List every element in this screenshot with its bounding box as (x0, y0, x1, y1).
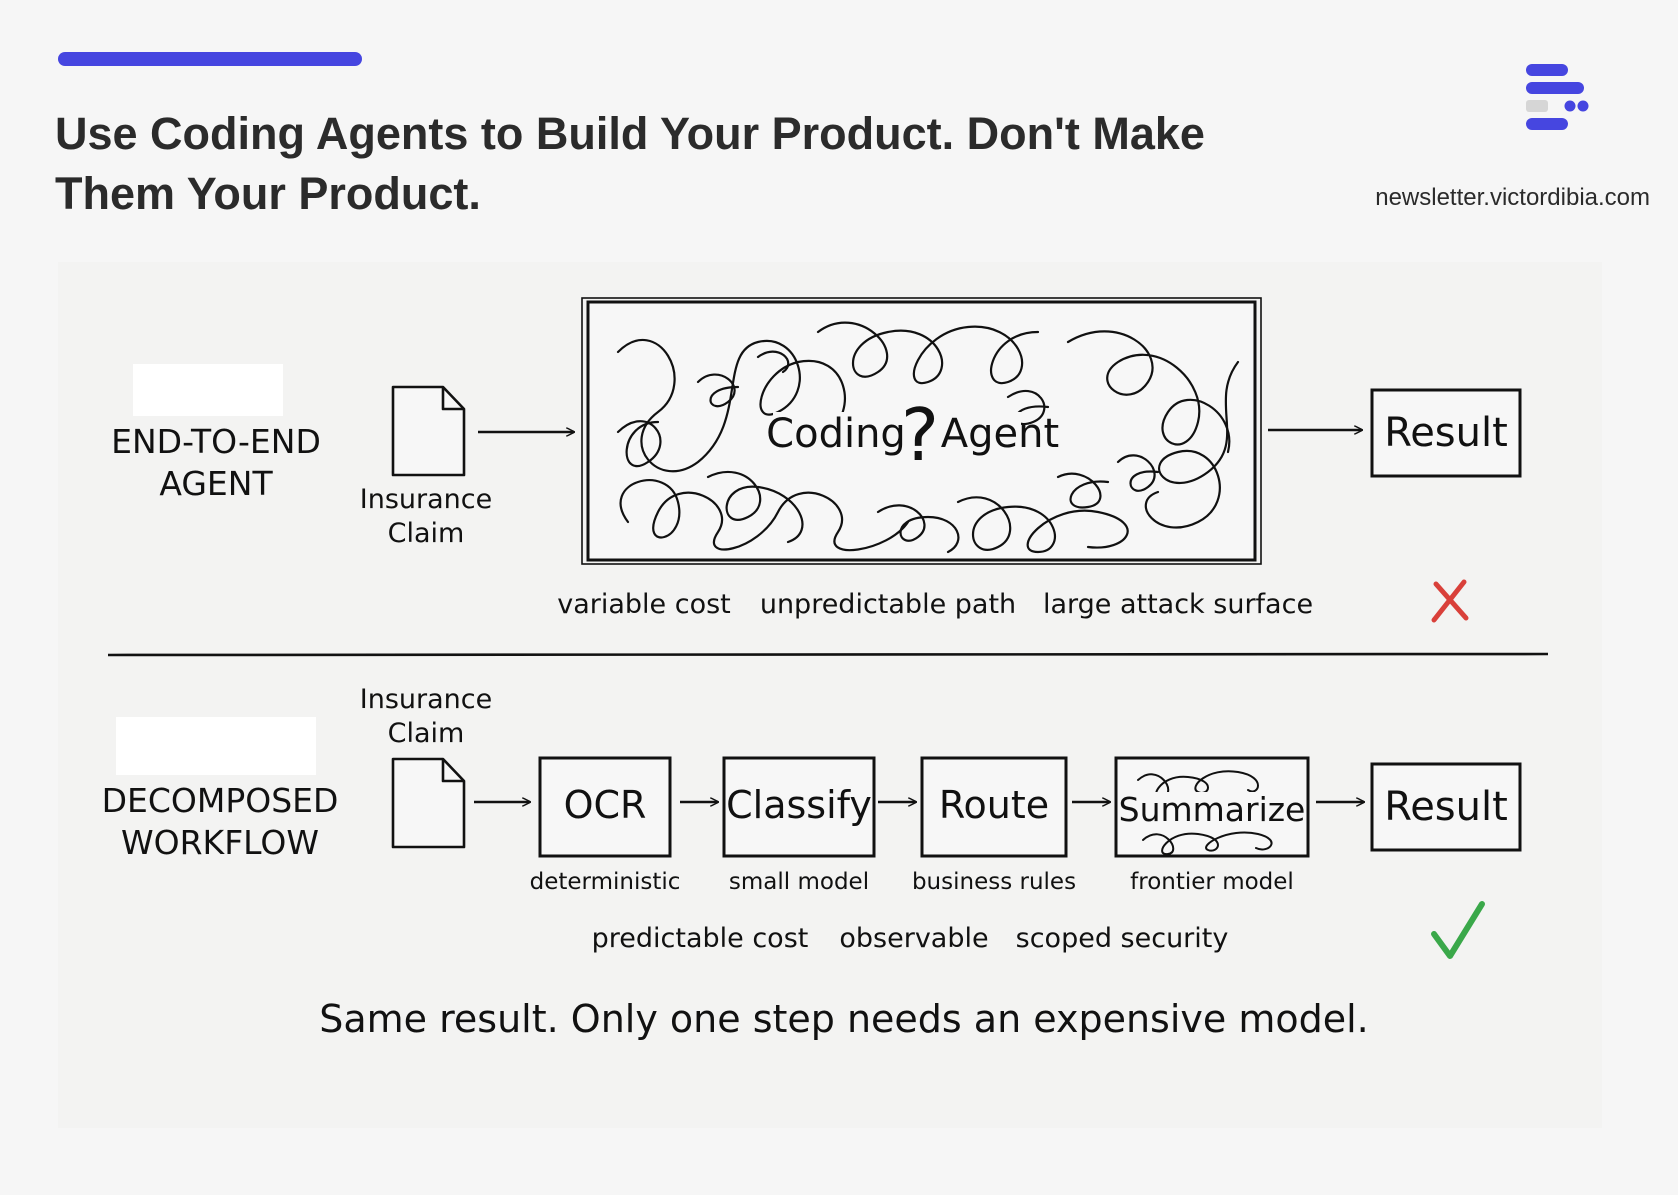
site-url: newsletter.victordibia.com (1375, 184, 1650, 211)
step-route: Route business rules (912, 756, 1076, 895)
diagram-panel: END-TO-END AGENT Insurance Claim Coding (58, 262, 1602, 1128)
agent-word-agent: Agent (941, 411, 1059, 457)
e2e-trait: unpredictable path (760, 589, 1016, 620)
dw-input-line-2: Claim (388, 718, 465, 749)
step-name: OCR (564, 783, 647, 827)
step-note: small model (729, 869, 869, 895)
question-mark-icon: ? (901, 393, 939, 477)
label-highlight (133, 364, 283, 416)
e2e-result-label: Result (1384, 410, 1508, 456)
scribble-tangle (616, 321, 1240, 554)
document-icon (391, 385, 466, 477)
step-note: business rules (912, 869, 1076, 895)
diagram-canvas: END-TO-END AGENT Insurance Claim Coding (102, 297, 1549, 1041)
page-title-line-2: Them Your Product. (55, 168, 481, 219)
label-highlight (116, 717, 316, 775)
e2e-input-line-1: Insurance (360, 484, 492, 515)
step-name: Route (939, 783, 1049, 827)
newsletter-logo-icon (1526, 64, 1589, 130)
e2e-input-line-2: Claim (388, 518, 465, 549)
step-name: Summarize (1119, 790, 1306, 829)
section-divider (107, 652, 1549, 657)
e2e-label-line-2: AGENT (159, 464, 273, 503)
page-title: Use Coding Agents to Build Your Product.… (55, 104, 1285, 224)
cross-icon (1431, 579, 1469, 623)
accent-bar (58, 52, 362, 66)
dw-input-line-1: Insurance (360, 684, 492, 715)
dw-result-label: Result (1384, 784, 1508, 830)
e2e-trait: large attack surface (1043, 589, 1313, 620)
dw-trait: predictable cost (592, 923, 809, 954)
dw-trait: observable (839, 923, 988, 954)
step-note: frontier model (1130, 869, 1294, 895)
dw-label-line-2: WORKFLOW (121, 823, 319, 862)
e2e-trait: variable cost (557, 589, 731, 620)
e2e-label-line-1: END-TO-END (111, 422, 321, 461)
document-icon (391, 757, 466, 849)
diagram-caption: Same result. Only one step needs an expe… (319, 997, 1369, 1041)
step-name: Classify (726, 783, 872, 827)
page-title-line-1: Use Coding Agents to Build Your Product.… (55, 108, 1205, 159)
coding-agent-box: Coding ? Agent (581, 297, 1262, 565)
step-summarize: Summarize frontier model (1114, 756, 1310, 895)
dw-result-box: Result (1370, 762, 1522, 852)
e2e-result-box: Result (1370, 388, 1522, 478)
step-ocr: OCR deterministic (530, 756, 681, 895)
agent-word-coding: Coding (766, 411, 906, 457)
dw-trait: scoped security (1016, 923, 1229, 954)
step-classify: Classify small model (722, 756, 876, 895)
dw-label-line-1: DECOMPOSED (102, 781, 339, 820)
check-icon (1431, 901, 1485, 959)
step-note: deterministic (530, 869, 681, 895)
